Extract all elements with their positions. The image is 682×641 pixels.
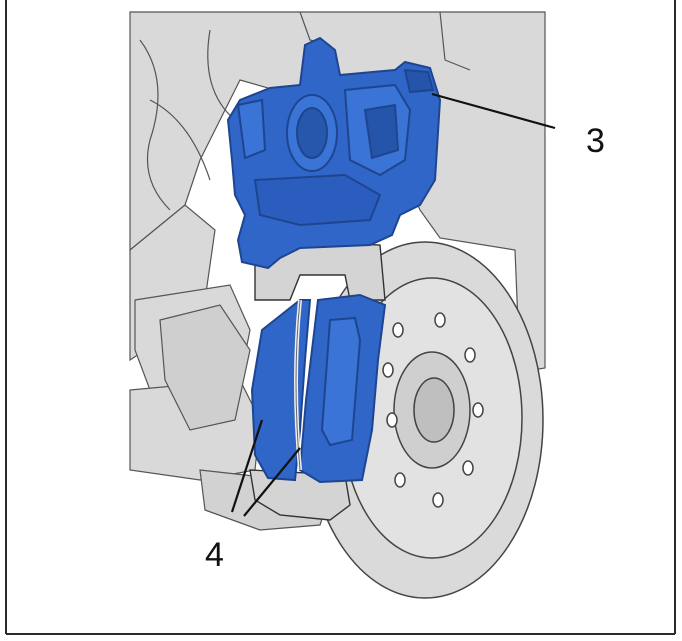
brake-caliper [226,36,442,270]
leader-lines [230,92,556,517]
brake-pads [250,293,387,484]
suspension-background [129,11,546,531]
figure-border [5,0,676,635]
leader-line-4b [243,447,301,517]
disc-bolt-holes [382,312,484,508]
callout-label-3: 3 [586,122,605,160]
leader-line-3 [431,92,556,130]
callout-label-4: 4 [205,536,224,574]
leader-line-4a [230,419,264,513]
